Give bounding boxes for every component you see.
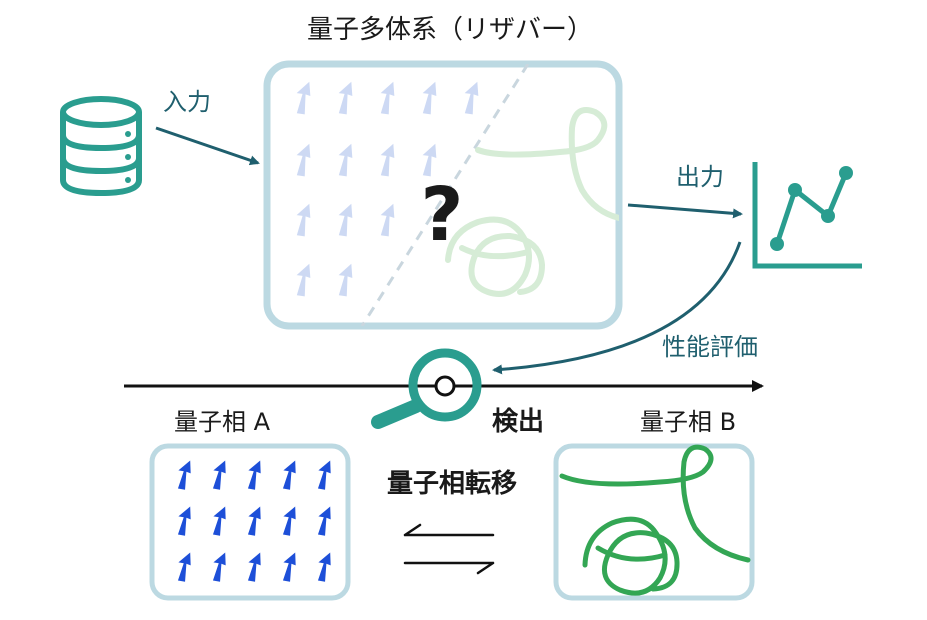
- phase-divider-line: [360, 64, 530, 326]
- knot-loop: [559, 444, 751, 563]
- output-arrow: [627, 203, 743, 219]
- line-graph-icon: [752, 162, 862, 269]
- database-icon: [60, 96, 142, 197]
- evaluation-label: 性能評価: [662, 333, 758, 361]
- phase-a-label: 量子相 A: [174, 408, 271, 436]
- faded-knot: [445, 107, 619, 297]
- detect-label: 検出: [492, 407, 544, 437]
- reservoir-box: [263, 60, 623, 330]
- question-mark: ?: [421, 172, 464, 258]
- knot-trefoil: [582, 516, 680, 596]
- input-arrow: [155, 126, 260, 166]
- phase-b-box: [553, 443, 755, 601]
- magnifier-icon: [371, 348, 482, 429]
- equilibrium-arrows: [403, 523, 495, 575]
- input-label: 入力: [163, 88, 211, 116]
- phase-b-label: 量子相 B: [640, 408, 736, 436]
- evaluation-arrow: [492, 241, 742, 375]
- output-label: 出力: [676, 163, 724, 191]
- reservoir-title: 量子多体系（リザバー）: [307, 15, 593, 45]
- transition-label: 量子相転移: [387, 469, 517, 499]
- phase-a-box: [149, 443, 351, 601]
